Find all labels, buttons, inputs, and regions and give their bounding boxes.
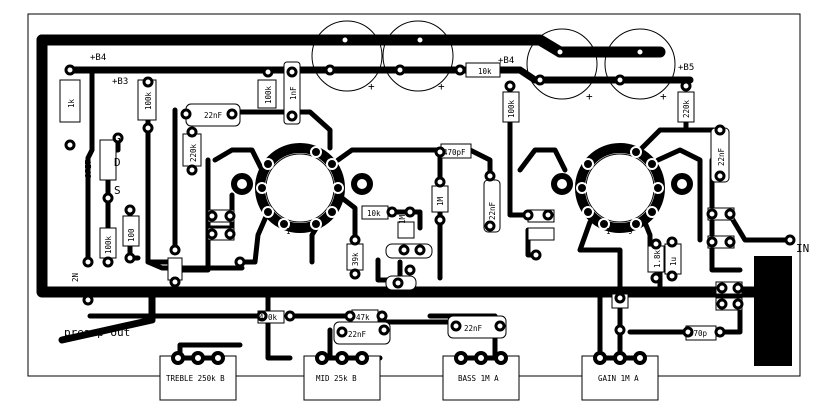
v1-pin1-label: 1 (286, 227, 291, 236)
filter-cap-3 (526, 28, 598, 100)
r-1-8k-label: 1.8k (653, 249, 662, 268)
mid-pot-label: MID 25k B (316, 374, 357, 383)
r-39k-label: 39k (351, 252, 360, 266)
c-22nf-tone1-label: 22nF (348, 330, 367, 339)
output-label: preamp out (64, 326, 130, 339)
c-1u-label: 1u (669, 257, 678, 266)
jfet-drain-label: D (114, 156, 121, 169)
r-1m-vert-label: 1M (398, 214, 407, 224)
filter-cap-4 (604, 28, 676, 100)
r-100k-right-label: 100k (507, 99, 516, 118)
r-100k-b4-label: 100k (264, 85, 273, 104)
c-470pf-top-label: 470pF (443, 148, 466, 157)
input-label: IN (796, 242, 809, 255)
r-1m-label: 1M (436, 196, 445, 206)
tube-pins (256, 146, 664, 230)
v2-pin1-label: 1 (606, 227, 611, 236)
pot-lugs (171, 351, 647, 365)
c-22nf-right-label: 22nF (717, 147, 726, 166)
r-1k-label: 1k (67, 98, 76, 108)
r-220k-right-label: 220k (682, 99, 691, 118)
cap-polarity-4: + (660, 90, 667, 103)
rail-label-b4-right: +B4 (498, 56, 514, 66)
treble-pot-label: TREBLE 250k B (166, 374, 225, 383)
mounting-holes (231, 173, 693, 195)
filter-capacitors (311, 20, 676, 100)
c-470p-low-label: 470p (689, 329, 708, 338)
r-10k-top-label: 10k (478, 67, 492, 76)
r-47k-label: 47k (356, 313, 370, 322)
cap-polarity-1: + (368, 80, 375, 93)
rail-label-b5: +B5 (678, 63, 694, 73)
c-22nf-tone2-label: 22nF (464, 324, 483, 333)
r-10k-mid-label: 10k (367, 209, 381, 218)
r-100r-a-label: 100 (127, 228, 136, 242)
tube-socket-v2 (575, 143, 665, 233)
bass-pot-label: BASS 1M A (458, 374, 499, 383)
filter-cap-1 (311, 20, 383, 92)
v2-pin9-label: 9 (628, 227, 633, 236)
r-470k-low-label: 470k (259, 313, 278, 322)
jfet-source-label: S (114, 184, 121, 197)
rail-label-b4-left: +B4 (90, 53, 106, 63)
c-22nf-coupling-label: 22nF (488, 201, 497, 220)
c-22nf-v1-label: 22nF (204, 111, 223, 120)
r-100k-low-label: 100k (104, 235, 113, 254)
cap-polarity-2: + (438, 80, 445, 93)
r-100k-b3-label: 100k (144, 91, 153, 110)
input-connector-block (754, 256, 792, 366)
rail-label-b3: +B3 (112, 77, 128, 87)
jfet-gate-label: G (114, 132, 121, 145)
misc-2n-label: 2N (71, 273, 80, 282)
ground-traces (36, 34, 766, 298)
cap-polarity-3: + (586, 90, 593, 103)
jfet-label: JFET (84, 159, 93, 178)
gain-pot-label: GAIN 1M A (598, 374, 639, 383)
solder-pads (64, 34, 796, 338)
filter-cap-2 (382, 20, 454, 92)
r-220k-left-label: 220k (189, 143, 198, 162)
c-1nf-label: 1nF (289, 86, 298, 100)
